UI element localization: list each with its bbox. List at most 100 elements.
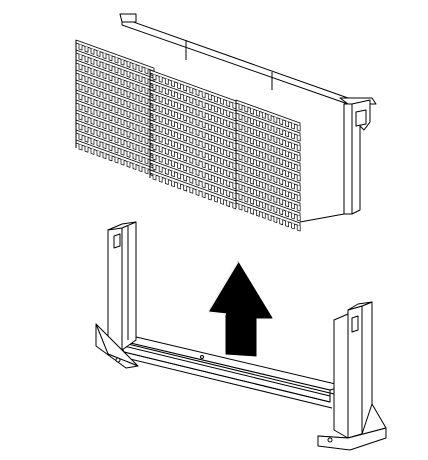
heatsink-fin-tooth bbox=[296, 175, 301, 182]
heatsink-fin-tooth bbox=[279, 128, 284, 136]
heatsink-fin-tooth bbox=[96, 110, 101, 117]
right-post-top bbox=[347, 301, 373, 311]
heatsink-fin-tooth bbox=[226, 130, 231, 137]
heatsink-fin-tooth bbox=[285, 140, 289, 148]
heatsink-fin-tooth bbox=[164, 88, 169, 95]
heatsink-fin-tooth bbox=[220, 148, 224, 155]
heatsink-fin-tooth bbox=[189, 87, 194, 94]
heatsink-fin-tooth bbox=[144, 137, 149, 145]
heatsink-fin-tooth bbox=[78, 94, 83, 101]
heatsink-fin-tooth bbox=[108, 94, 113, 102]
heatsink-fin-tooth bbox=[238, 144, 243, 151]
heatsink-fin-tooth bbox=[201, 181, 206, 189]
heatsink-fin-tooth bbox=[164, 168, 169, 175]
heatsink-fin-tooth bbox=[96, 150, 101, 157]
heatsink-fin-tooth bbox=[138, 85, 143, 93]
heatsink-fin-tooth bbox=[120, 109, 125, 116]
heatsink-fin-tooth bbox=[238, 154, 243, 161]
heatsink-fin-tooth bbox=[108, 154, 113, 162]
heatsink-fin-tooth bbox=[126, 111, 131, 118]
heatsink-fin-tooth bbox=[244, 126, 249, 133]
heatsink-fin-tooth bbox=[183, 175, 188, 182]
heatsink-fin-tooth bbox=[114, 107, 119, 114]
heatsink-fin-tooth bbox=[84, 66, 89, 73]
heatsink-fin-tooth bbox=[152, 114, 157, 121]
heatsink-fin-tooth bbox=[114, 137, 119, 144]
heatsink-fin-tooth bbox=[177, 142, 181, 150]
heatsink-fin-tooth bbox=[267, 134, 272, 141]
heatsink-fin-tooth bbox=[126, 71, 131, 78]
heatsink-fin-tooth bbox=[164, 148, 169, 155]
heatsink-fin-tooth bbox=[232, 202, 237, 210]
heatsink-fin-tooth bbox=[220, 158, 224, 165]
heatsink-fin-tooth bbox=[189, 157, 194, 164]
heatsink-fin-tooth bbox=[207, 123, 212, 131]
heatsink-fin-tooth bbox=[158, 156, 163, 163]
heatsink-fin-tooth bbox=[296, 195, 301, 202]
heatsink-fin-tooth bbox=[244, 176, 249, 183]
heatsink-fin-tooth bbox=[250, 128, 254, 135]
heatsink-fin-tooth bbox=[171, 170, 175, 178]
heatsink-fin-tooth bbox=[126, 161, 131, 168]
heatsink-fin-tooth bbox=[114, 67, 119, 74]
heatsink-fin-tooth bbox=[256, 140, 260, 147]
heatsink-fin-tooth bbox=[177, 182, 181, 190]
heatsink-fin-tooth bbox=[102, 132, 107, 140]
heatsink-fin-tooth bbox=[232, 172, 237, 180]
heatsink-fin-tooth bbox=[114, 117, 119, 124]
retention-bracket-icon bbox=[95, 221, 387, 451]
heatsink-fin-tooth bbox=[296, 145, 301, 152]
heatsink-fin-tooth bbox=[132, 113, 137, 120]
heatsink-fin-tooth bbox=[171, 160, 175, 168]
heatsink-fin-tooth bbox=[152, 144, 157, 151]
heatsink-fin-tooth bbox=[138, 65, 143, 73]
heatsink-fin-tooth bbox=[250, 188, 254, 195]
right-post-notch bbox=[351, 315, 359, 333]
heatsink-fin-tooth bbox=[108, 144, 113, 152]
heatsink-fin-tooth bbox=[132, 143, 137, 150]
heatsink-fin-tooth bbox=[195, 169, 200, 176]
heatsink-fin-tooth bbox=[158, 176, 163, 183]
heatsink-fin-tooth bbox=[102, 112, 107, 120]
heatsink-fin-tooth bbox=[120, 79, 125, 86]
heatsink-fin-tooth bbox=[96, 140, 101, 147]
heatsink-fin-tooth bbox=[279, 198, 284, 206]
heatsink-fin-tooth bbox=[78, 144, 83, 151]
heatsink-fin-tooth bbox=[90, 98, 95, 105]
heatsink-fin-tooth bbox=[78, 74, 83, 81]
center-marker bbox=[200, 355, 204, 359]
heatsink-fin-tooth bbox=[220, 138, 224, 145]
heatsink-fin-tooth bbox=[296, 135, 301, 142]
heatsink-fin-tooth bbox=[291, 192, 295, 200]
heatsink-fin-tooth bbox=[158, 86, 163, 93]
heatsink-fin-tooth bbox=[195, 129, 200, 136]
heatsink-fin-tooth bbox=[291, 142, 295, 150]
heatsink-fin-tooth bbox=[256, 160, 260, 167]
heatsink-fin-tooth bbox=[78, 84, 83, 91]
heatsink-fin-tooth bbox=[261, 112, 266, 119]
heatsink-fin-tooth bbox=[138, 165, 143, 173]
heatsink-fin-tooth bbox=[244, 116, 249, 123]
heatsink-fin-tooth bbox=[120, 69, 125, 76]
heatsink-fin-tooth bbox=[291, 172, 295, 180]
heatsink-fin-tooth bbox=[261, 182, 266, 189]
heatsink-fin-tooth bbox=[171, 180, 175, 188]
heatsink-fin-tooth bbox=[250, 118, 254, 125]
heatsink-fin-tooth bbox=[250, 168, 254, 175]
heatsink-fin-tooth bbox=[195, 89, 200, 96]
heatsink-fin-tooth bbox=[84, 96, 89, 103]
heatsink-fin-tooth bbox=[171, 110, 175, 118]
heatsink-fin-tooth bbox=[261, 122, 266, 129]
heatsink-fin-tooth bbox=[207, 143, 212, 151]
heatsink-fin-tooth bbox=[244, 206, 249, 213]
heatsink-fin-tooth bbox=[171, 100, 175, 108]
heatsink-fin-tooth bbox=[285, 130, 289, 138]
heatsink-fin-tooth bbox=[291, 162, 295, 170]
heatsink-fin-tooth bbox=[273, 146, 278, 153]
heatsink-fin-tooth bbox=[244, 196, 249, 203]
heatsink-fin-tooth bbox=[244, 156, 249, 163]
heatsink-fin-tooth bbox=[102, 152, 107, 160]
heatsink-fin-tooth bbox=[244, 166, 249, 173]
heatsink-fin-tooth bbox=[238, 134, 243, 141]
